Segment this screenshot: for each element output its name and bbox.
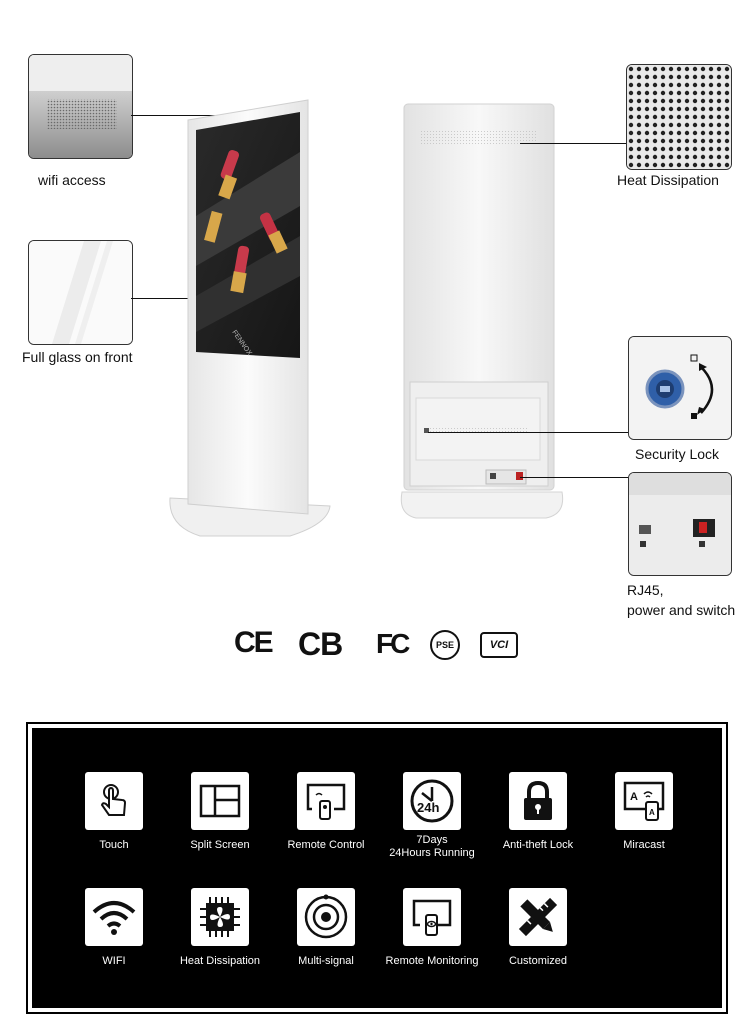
ce-mark-logo: CE: [234, 626, 274, 659]
feature-24h-running: 24h 7Days 24Hours Running: [372, 772, 492, 860]
feature-label: Remote Control: [287, 839, 365, 851]
feature-panel: Touch Split Screen Remote Control 24h 7D…: [32, 728, 722, 1008]
clock-24h-icon: 24h: [403, 772, 461, 830]
heat-dissipation-label: Heat Dissipation: [617, 172, 719, 188]
feature-heat-dissipation: Heat Dissipation: [160, 888, 280, 968]
feature-label: Split Screen: [190, 839, 250, 851]
multi-signal-icon: [297, 888, 355, 946]
feature-touch: Touch: [54, 772, 174, 852]
heat-dissipation-thumbnail: [626, 64, 732, 170]
wifi-callout-line: [131, 115, 231, 116]
cb-mark-logo: CB: [298, 626, 343, 662]
feature-remote-monitoring: Remote Monitoring: [372, 888, 492, 968]
feature-label: Remote Monitoring: [385, 955, 479, 967]
security-lock-thumbnail: [628, 336, 732, 440]
vent-holes-image: [627, 65, 731, 169]
full-glass-thumbnail: [28, 240, 133, 345]
svg-text:A: A: [649, 808, 655, 817]
rj45-label-line2: power and switch: [627, 602, 736, 618]
chip-fan-icon: [191, 888, 249, 946]
certification-logos: CE CB FC PSE VCI: [228, 626, 528, 666]
remote-control-icon: [297, 772, 355, 830]
ruler-pencil-icon: [509, 888, 567, 946]
feature-wifi: WIFI: [54, 888, 174, 968]
rj45-label-line1: RJ45,: [627, 582, 664, 598]
pse-mark-logo: PSE: [430, 630, 460, 660]
feature-remote-control: Remote Control: [266, 772, 386, 852]
feature-anti-theft-lock: Anti-theft Lock: [478, 772, 598, 852]
feature-label: Multi-signal: [298, 955, 354, 967]
glass-reflection-image: [29, 241, 132, 344]
feature-label-line1: 7Days: [416, 834, 448, 846]
feature-label: Anti-theft Lock: [502, 839, 574, 851]
rj45-thumbnail: [628, 472, 732, 576]
feature-label: Miracast: [623, 839, 665, 851]
split-screen-icon: [191, 772, 249, 830]
padlock-icon: [509, 772, 567, 830]
fcc-mark-logo: FC: [376, 628, 410, 659]
touch-hand-icon: [85, 772, 143, 830]
feature-label: Heat Dissipation: [179, 955, 261, 967]
remote-monitoring-icon: [403, 888, 461, 946]
feature-label: Touch: [99, 839, 129, 851]
rj45-callout-line: [520, 477, 628, 478]
ports-image: [629, 473, 731, 575]
kiosk-back-image: [400, 103, 564, 519]
security-lock-label: Security Lock: [635, 446, 720, 462]
feature-label: WIFI: [102, 955, 126, 967]
wifi-grille-image: [29, 55, 132, 158]
wifi-access-thumbnail: [28, 54, 133, 159]
clock-24h-text: 24h: [417, 800, 440, 815]
wifi-icon: [85, 888, 143, 946]
feature-multi-signal: Multi-signal: [266, 888, 386, 968]
lock-callout-line: [428, 432, 628, 433]
svg-text:A: A: [630, 791, 638, 803]
feature-panel-frame: Touch Split Screen Remote Control 24h 7D…: [26, 722, 728, 1014]
feature-label: Customized: [508, 955, 568, 967]
heat-callout-line: [520, 143, 626, 144]
glass-callout-line: [131, 298, 236, 299]
wifi-access-label: wifi access: [38, 172, 106, 188]
feature-customized: Customized: [478, 888, 598, 968]
feature-label-line2: 24Hours Running: [389, 847, 475, 859]
kiosk-front-image: FENNOX: [169, 99, 331, 537]
full-glass-label: Full glass on front: [22, 349, 133, 365]
vci-mark-logo: VCI: [480, 632, 518, 658]
feature-split-screen: Split Screen: [160, 772, 280, 852]
feature-label-group: 7Days 24Hours Running: [372, 834, 492, 860]
lock-cylinder-image: [629, 337, 731, 439]
